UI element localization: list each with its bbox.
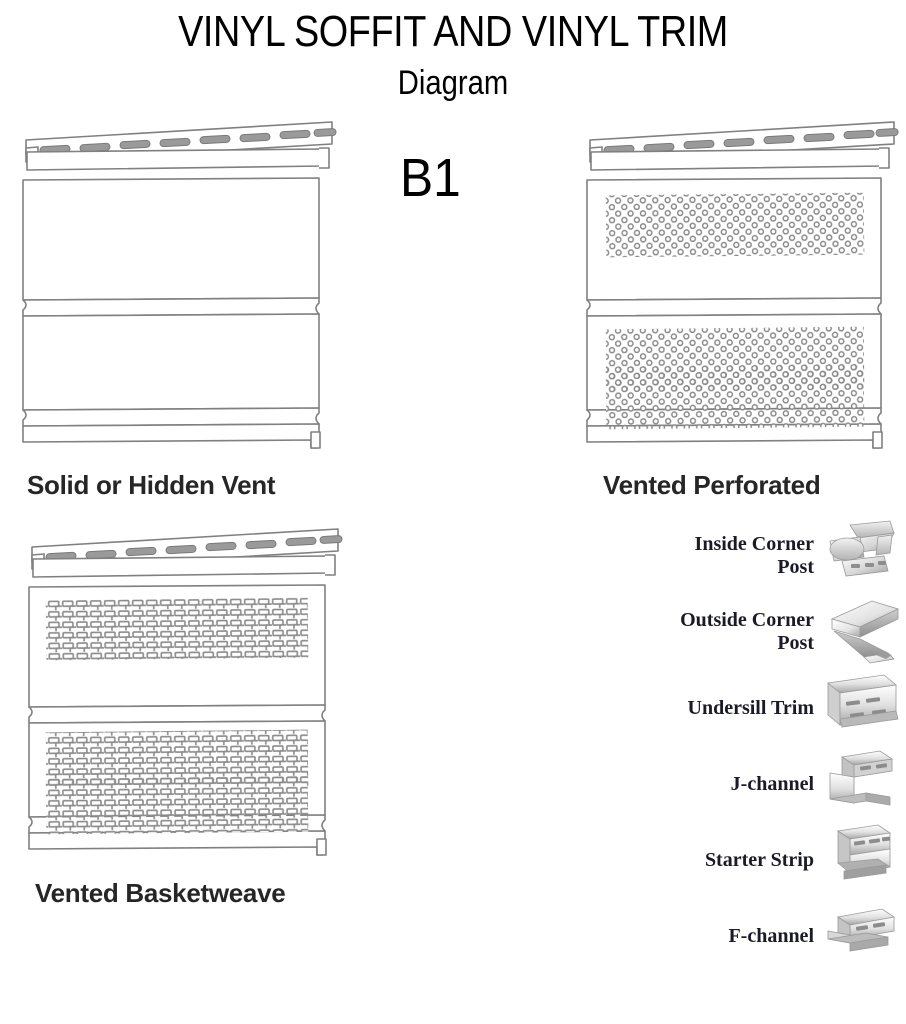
basketweave-band-lower — [20, 525, 350, 865]
trim-item-outside-corner-post: Outside Corner Post — [598, 594, 906, 670]
caption-vented-basketweave: Vented Basketweave — [35, 878, 286, 908]
trim-item-f-channel: F-channel — [598, 898, 906, 974]
diagram-code-label: B1 — [400, 148, 461, 208]
trim-label: Starter Strip — [704, 848, 814, 871]
page-title: VINYL SOFFIT AND VINYL TRIM — [178, 7, 728, 56]
trim-label: F-channel — [728, 924, 814, 947]
trim-item-inside-corner-post: Inside Corner Post — [598, 518, 906, 594]
trim-items-list: Inside Corner Post — [598, 518, 906, 974]
basketweave-band — [45, 597, 309, 789]
starter-strip-icon — [820, 823, 906, 897]
caption-vented-perforated: Vented Perforated — [603, 470, 821, 500]
trim-item-j-channel: J-channel — [598, 746, 906, 822]
inside-corner-post-icon — [820, 519, 906, 593]
soffit-panel-solid — [14, 118, 344, 458]
trim-label: Inside Corner Post — [694, 533, 814, 578]
trim-item-starter-strip: Starter Strip — [598, 822, 906, 898]
j-channel-icon — [820, 747, 906, 821]
trim-item-undersill-trim: Undersill Trim — [598, 670, 906, 746]
trim-label: J-channel — [730, 772, 814, 795]
page-subtitle: Diagram — [397, 64, 509, 102]
trim-label: Undersill Trim — [687, 696, 814, 719]
trim-label: Outside Corner Post — [680, 609, 814, 654]
caption-solid-or-hidden-vent: Solid or Hidden Vent — [27, 470, 276, 500]
undersill-trim-icon — [820, 671, 906, 745]
perforation-band-lower — [578, 118, 904, 458]
f-channel-icon — [820, 899, 906, 973]
outside-corner-post-icon — [820, 595, 906, 669]
